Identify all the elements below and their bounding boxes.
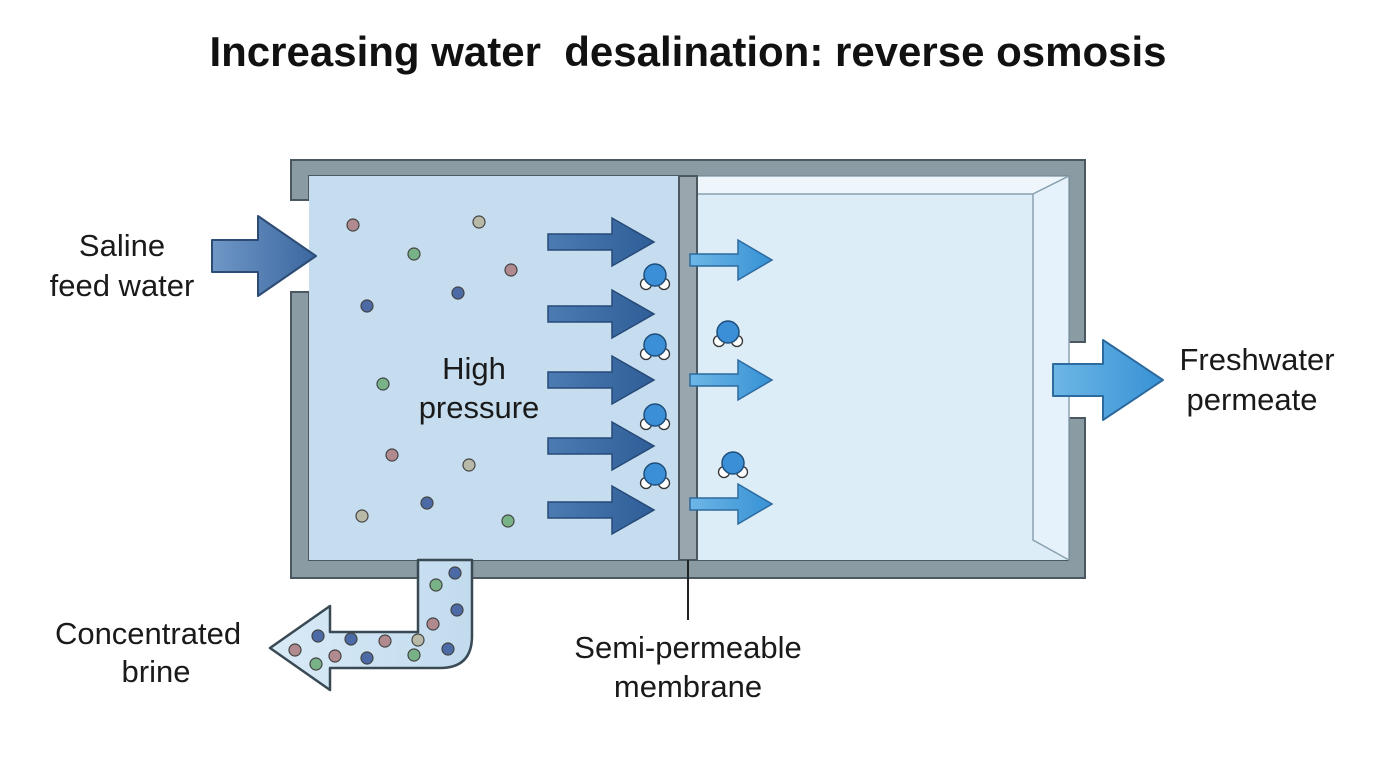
flow-arrow [689,238,774,282]
membrane-label-line1: Semi-permeable [574,630,801,665]
salt-particle [451,286,465,300]
water-molecule [717,451,749,479]
water-molecule [639,462,671,490]
water-molecule [639,333,671,361]
brine-particle [311,629,325,643]
salt-particle [355,509,369,523]
brine-label-line1: Concentrated [55,616,241,651]
brine-particle [328,649,342,663]
permeate-label-line1: Freshwater [1179,342,1334,377]
page-title: Increasing water desalination: reverse o… [209,28,1167,75]
water-molecules [639,263,749,490]
water-molecule [639,403,671,431]
salt-particle [346,218,360,232]
permeate-arrow [1052,339,1164,421]
membrane-label-line2: membrane [614,669,762,704]
salt-particle [472,215,486,229]
oxygen-atom [643,403,667,427]
feed-label-line2: feed water [50,268,195,303]
brine-label-line2: brine [122,654,191,689]
flow-arrow [689,482,774,526]
brine-pipe [268,558,474,692]
brine-particle [441,642,455,656]
freshwater-side-wall [1032,174,1070,562]
pressure-label-line2: pressure [419,390,540,425]
feed-label-line1: Saline [79,228,165,263]
salt-particle [360,299,374,313]
oxygen-atom [643,333,667,357]
freshwater-back-wall [696,175,1070,195]
pressure-arrows [547,216,656,536]
salt-particle [407,247,421,261]
salt-particle [385,448,399,462]
oxygen-atom [643,263,667,287]
pressure-arrow [547,216,656,268]
salt-particle [462,458,476,472]
brine-particle [309,657,323,671]
brine-particles [288,566,464,671]
brine-particle [426,617,440,631]
pressure-arrow [547,354,656,406]
oxygen-atom [716,320,740,344]
salt-particle [504,263,518,277]
permeate-flow-arrows [689,238,774,526]
pressure-arrow [547,484,656,536]
feed-arrow [211,215,317,297]
pressure-label-line1: High [442,351,506,386]
flow-arrow [689,358,774,402]
pressure-arrow [547,288,656,340]
pressure-arrow [547,420,656,472]
brine-particle [344,632,358,646]
salt-particles [346,215,518,528]
brine-particle [429,578,443,592]
water-molecule [712,320,744,348]
brine-particle [378,634,392,648]
permeate-label-line2: permeate [1187,382,1318,417]
brine-particle [411,633,425,647]
brine-particle [448,566,462,580]
brine-particle [450,603,464,617]
water-molecule [639,263,671,291]
brine-particle [407,648,421,662]
oxygen-atom [643,462,667,486]
salt-particle [376,377,390,391]
brine-particle [360,651,374,665]
salt-particle [420,496,434,510]
brine-particle [288,643,302,657]
oxygen-atom [721,451,745,475]
salt-particle [501,514,515,528]
